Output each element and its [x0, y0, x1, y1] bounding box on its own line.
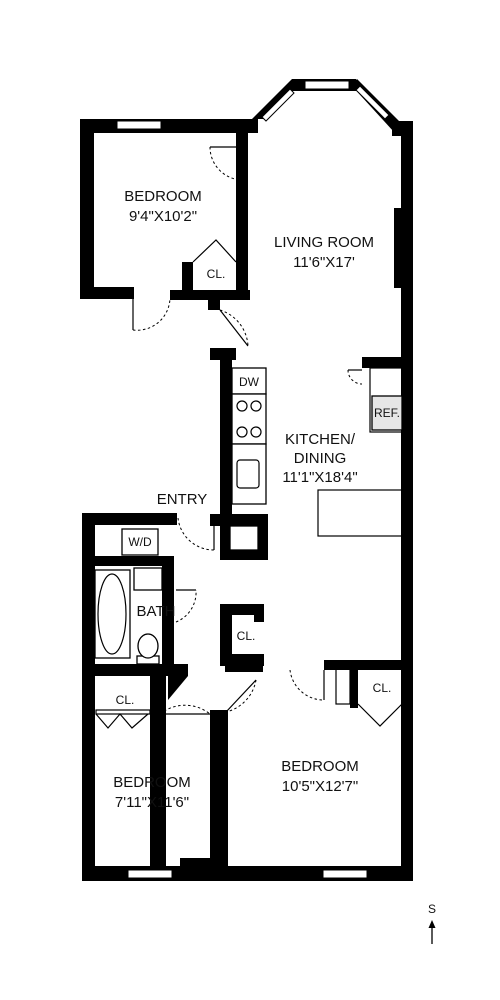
kitchen-name-line2: DINING — [294, 450, 347, 467]
kitchen-name-line1: KITCHEN/ — [285, 431, 356, 448]
bath-sink — [133, 567, 163, 591]
window-bedroom-left — [127, 869, 173, 879]
window-bay-right — [355, 85, 390, 120]
bedroom-left-dims: 7'11"X11'6" — [115, 794, 189, 811]
kitchen-dims: 11'1"X18'4" — [282, 469, 357, 486]
living-room-dims: 11'6"X17' — [293, 254, 355, 271]
window-top-bedroom — [116, 120, 162, 130]
kitchen-counter — [231, 443, 267, 505]
living-room-name: LIVING ROOM — [274, 234, 374, 251]
bedroom-right-name: BEDROOM — [281, 758, 359, 775]
refrigerator — [371, 395, 403, 431]
window-bay-center — [304, 80, 350, 90]
compass-label: S — [428, 902, 436, 916]
closet-center-label: CL. — [237, 629, 256, 643]
bath-name: BATH — [137, 603, 176, 620]
bedroom-top-dims: 9'4"X10'2" — [129, 208, 197, 225]
dining-counter — [317, 489, 403, 537]
bedroom-right-dims: 10'5"X12'7" — [282, 778, 358, 795]
washer-dryer-label: W/D — [128, 535, 152, 549]
dishwasher-label: DW — [239, 375, 260, 389]
washer-dryer — [121, 528, 159, 556]
bathtub — [94, 569, 131, 659]
bedroom-top-name: BEDROOM — [124, 188, 202, 205]
doors — [95, 146, 403, 729]
bedroom-left-name: BEDROOM — [113, 774, 191, 791]
dishwasher — [231, 367, 267, 395]
compass: S — [428, 902, 436, 944]
window-bedroom-right — [322, 869, 368, 879]
entry-closet — [229, 525, 259, 551]
closet-right-label: CL. — [373, 681, 392, 695]
refrigerator-label: REF. — [374, 406, 400, 420]
interior-walls — [82, 130, 404, 876]
stove — [231, 393, 267, 445]
toilet-bowl — [137, 633, 159, 659]
labels: BEDROOM 9'4"X10'2" CL. LIVING ROOM 11'6"… — [113, 188, 400, 811]
compass-arrowhead-icon — [428, 920, 436, 928]
closet-top-label: CL. — [207, 267, 226, 281]
window-bay-left — [261, 88, 295, 122]
windows — [116, 80, 390, 879]
kitchen-sink — [236, 459, 260, 489]
entry-name: ENTRY — [157, 491, 208, 508]
closet-left-label: CL. — [116, 693, 135, 707]
fixtures — [94, 367, 403, 665]
